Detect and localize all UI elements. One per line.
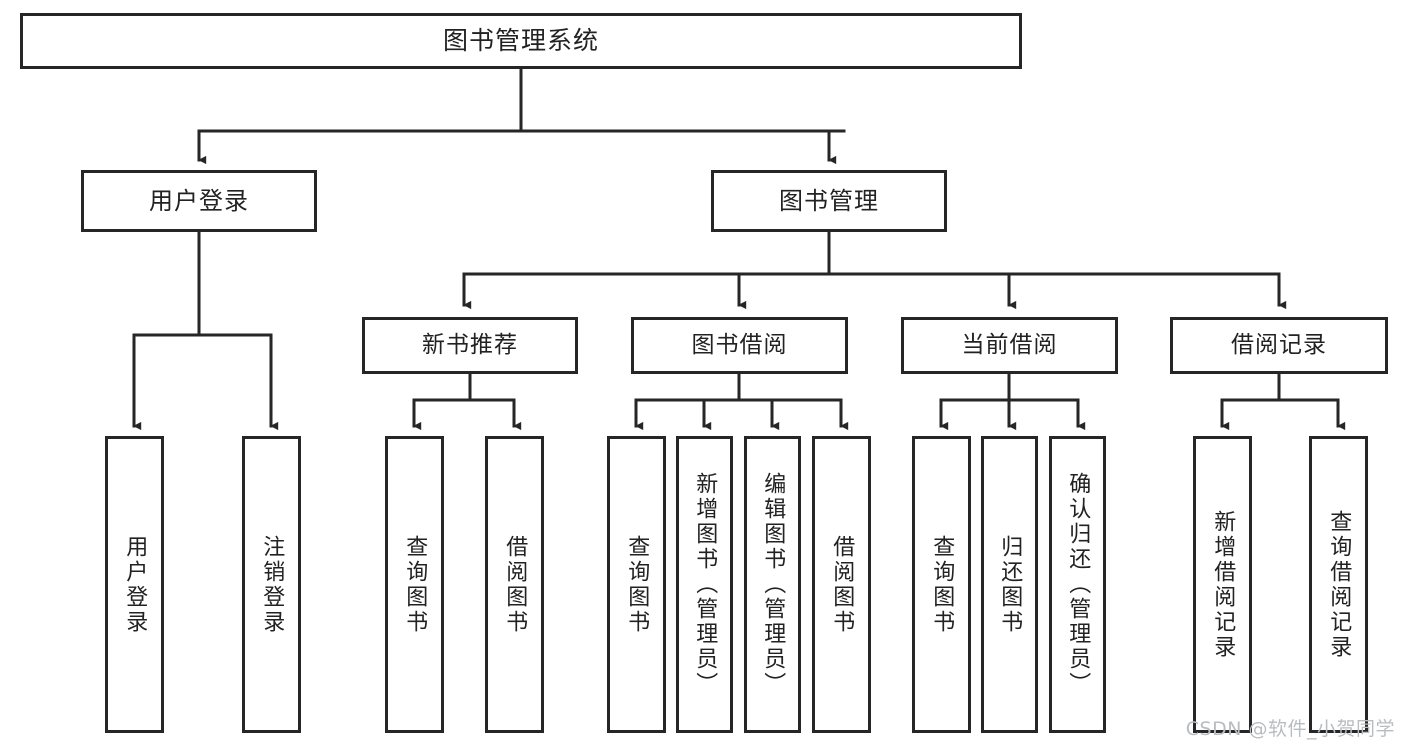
node-label: 新书推荐	[422, 332, 518, 359]
node-label: 用户登录	[149, 187, 249, 215]
node-new-book-recommend[interactable]: 新书推荐	[362, 317, 578, 374]
node-label: 图书管理系统	[442, 26, 599, 56]
node-borrow-record[interactable]: 借阅记录	[1170, 317, 1388, 374]
leaf-add-book-admin[interactable]: 新增图书（管理员）	[676, 436, 733, 733]
node-label: 查询图书	[624, 534, 650, 635]
node-label: 用户登录	[122, 534, 148, 635]
node-label: 查询图书	[402, 534, 428, 635]
node-label: 查询图书	[929, 534, 955, 635]
leaf-logout[interactable]: 注销登录	[242, 436, 301, 733]
node-current-borrow[interactable]: 当前借阅	[901, 317, 1118, 374]
node-label: 图书借阅	[691, 332, 788, 359]
leaf-confirm-return-admin[interactable]: 确认归还（管理员）	[1049, 436, 1106, 733]
leaf-return-book[interactable]: 归还图书	[981, 436, 1038, 733]
node-label: 借阅图书	[502, 534, 528, 635]
leaf-edit-book-admin[interactable]: 编辑图书（管理员）	[744, 436, 801, 733]
node-label: 注销登录	[259, 534, 285, 635]
node-label: 归还图书	[997, 534, 1023, 635]
node-book-management[interactable]: 图书管理	[711, 170, 947, 232]
node-label: 确认归还（管理员）	[1065, 472, 1091, 697]
leaf-borrow-book-recommend[interactable]: 借阅图书	[485, 436, 544, 733]
node-label: 借阅记录	[1231, 332, 1327, 359]
leaf-query-borrow-record[interactable]: 查询借阅记录	[1309, 436, 1368, 733]
node-label: 当前借阅	[961, 332, 1058, 359]
leaf-user-login[interactable]: 用户登录	[105, 436, 164, 733]
node-label: 新增图书（管理员）	[692, 472, 718, 697]
node-label: 编辑图书（管理员）	[760, 472, 786, 697]
leaf-query-book-borrow[interactable]: 查询图书	[607, 436, 666, 733]
node-root-system[interactable]: 图书管理系统	[20, 13, 1022, 69]
leaf-borrow-book[interactable]: 借阅图书	[812, 436, 871, 733]
leaf-add-borrow-record[interactable]: 新增借阅记录	[1193, 436, 1252, 733]
leaf-query-book-current[interactable]: 查询图书	[912, 436, 971, 733]
node-label: 借阅图书	[829, 534, 855, 635]
leaf-query-book-recommend[interactable]: 查询图书	[385, 436, 444, 733]
watermark-text: CSDN @软件_小贺同学	[1185, 718, 1395, 740]
node-label: 查询借阅记录	[1326, 509, 1352, 660]
node-label: 图书管理	[779, 187, 879, 215]
node-label: 新增借阅记录	[1210, 509, 1236, 660]
node-user-login[interactable]: 用户登录	[81, 170, 317, 232]
node-book-borrow[interactable]: 图书借阅	[631, 317, 848, 374]
